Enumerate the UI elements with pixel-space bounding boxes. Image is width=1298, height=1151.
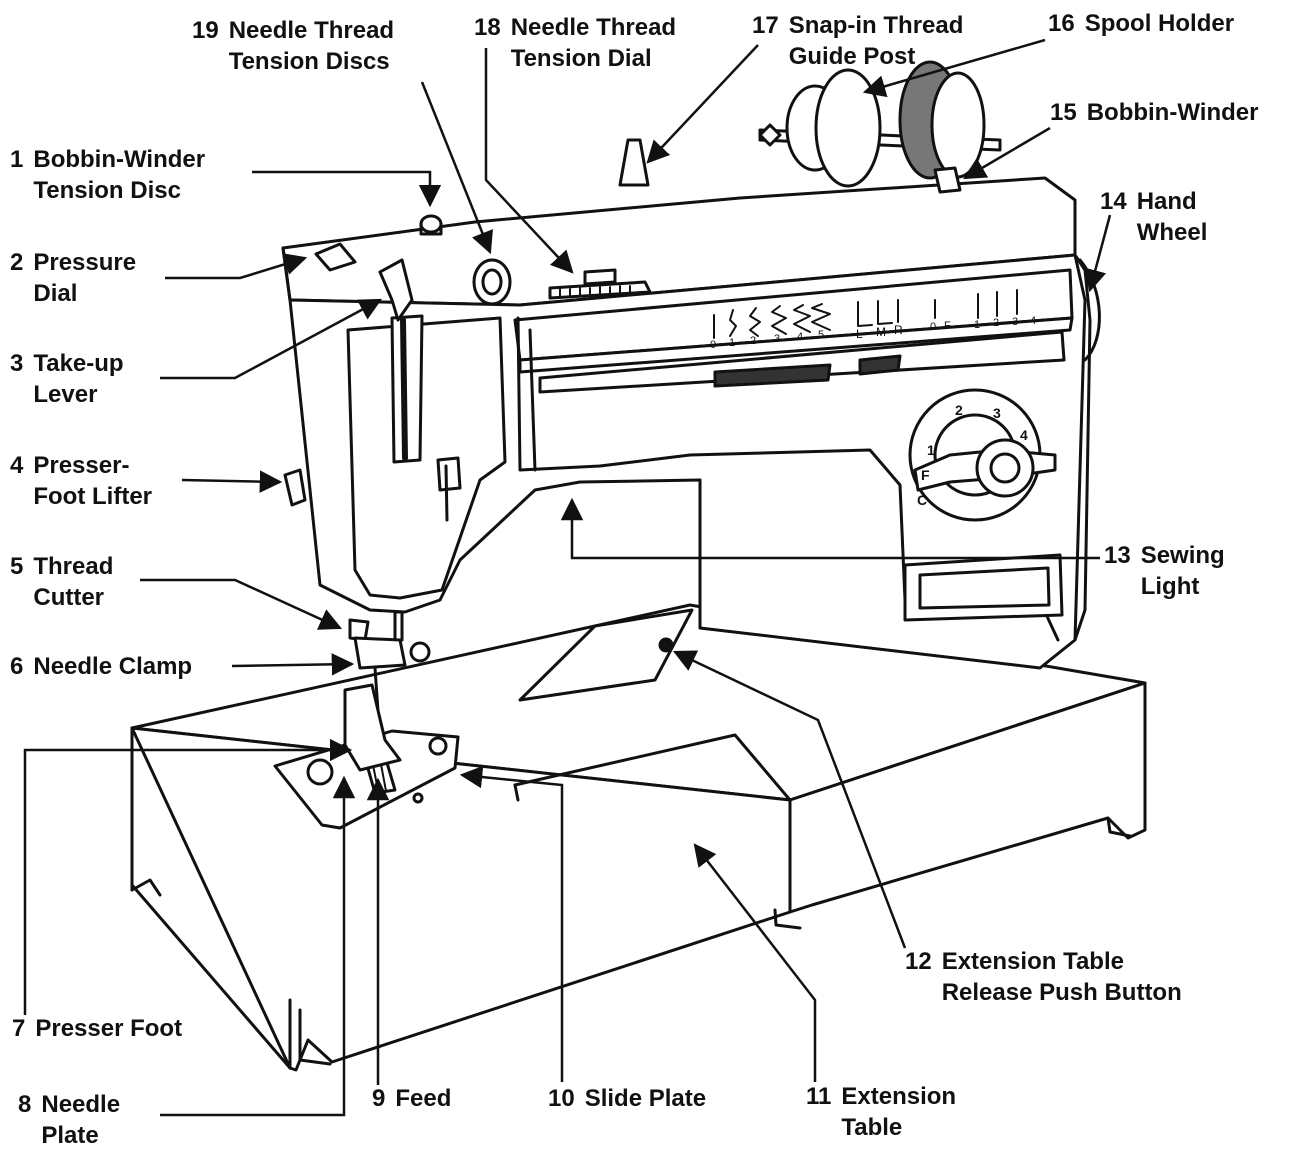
needle-plate bbox=[273, 729, 460, 830]
leader-15 bbox=[963, 126, 1051, 180]
dial-mark: C bbox=[917, 492, 927, 508]
stitch-length-mark: F bbox=[944, 320, 951, 332]
spool-holder bbox=[758, 60, 1002, 188]
stitch-width-number: 3 bbox=[774, 333, 780, 345]
leader-17 bbox=[646, 44, 759, 164]
stitch-width-number: 0 bbox=[710, 339, 716, 351]
leader-2 bbox=[165, 253, 308, 280]
base-left-side bbox=[130, 726, 292, 1070]
leader-10 bbox=[459, 765, 564, 1082]
dial-mark: 4 bbox=[1020, 427, 1028, 443]
leader-5 bbox=[140, 578, 343, 630]
dial-mark: 2 bbox=[955, 402, 963, 418]
leader-lines bbox=[23, 38, 1112, 1117]
stitch-width-numbers: 0 1 2 3 4 5 bbox=[710, 329, 824, 351]
dial-marks: CF 1 2 3 4 bbox=[917, 402, 1028, 508]
stitch-length-mark: 4 bbox=[1030, 315, 1036, 327]
base-right-side bbox=[788, 681, 1147, 914]
leader-4 bbox=[181, 470, 283, 493]
leader-16 bbox=[862, 38, 1046, 98]
leader-12 bbox=[672, 650, 907, 949]
stitch-width-number: 2 bbox=[750, 335, 756, 347]
sewing-machine-illustration bbox=[130, 60, 1147, 1072]
stitch-width-number: 4 bbox=[797, 331, 803, 343]
leader-14 bbox=[1084, 214, 1112, 293]
bobbin-winder bbox=[933, 166, 962, 194]
dial-mark: 1 bbox=[927, 442, 935, 458]
pressure-dial bbox=[314, 242, 357, 272]
needle-position-letter: M bbox=[876, 325, 886, 339]
stitch-length-mark: 3 bbox=[1012, 316, 1018, 328]
stitch-width-number: 5 bbox=[818, 329, 824, 341]
needle-position-letter: R bbox=[894, 323, 903, 337]
stitch-length-mark: 0 bbox=[930, 321, 936, 333]
leader-3 bbox=[160, 298, 382, 380]
bobbin-winder-disc bbox=[419, 214, 443, 234]
dial-mark: F bbox=[921, 467, 930, 483]
leader-18 bbox=[484, 48, 574, 274]
presser-foot-lifter bbox=[283, 468, 307, 507]
leader-11 bbox=[693, 843, 817, 1082]
dial-mark: 3 bbox=[993, 405, 1001, 421]
take-up-lever bbox=[378, 258, 414, 322]
leader-7 bbox=[23, 738, 353, 1015]
leader-1 bbox=[252, 170, 442, 208]
needle-bar bbox=[393, 610, 404, 642]
leader-6 bbox=[231, 653, 355, 676]
leader-8 bbox=[160, 775, 356, 1117]
release-button-shape bbox=[658, 637, 674, 653]
leader-19 bbox=[420, 81, 493, 255]
stitch-length-mark: 1 bbox=[974, 319, 980, 331]
needle-position-letter: L bbox=[856, 327, 863, 341]
extension-table bbox=[513, 733, 792, 802]
stitch-panel bbox=[713, 289, 1018, 339]
thread-guide-post bbox=[618, 138, 650, 187]
slide-plate bbox=[518, 608, 694, 702]
base-front bbox=[130, 726, 792, 1072]
leader-13 bbox=[560, 497, 1100, 560]
stitch-width-number: 1 bbox=[729, 337, 735, 349]
needle-clamp-shape bbox=[353, 636, 407, 670]
stitch-length-mark: 2 bbox=[993, 317, 999, 329]
